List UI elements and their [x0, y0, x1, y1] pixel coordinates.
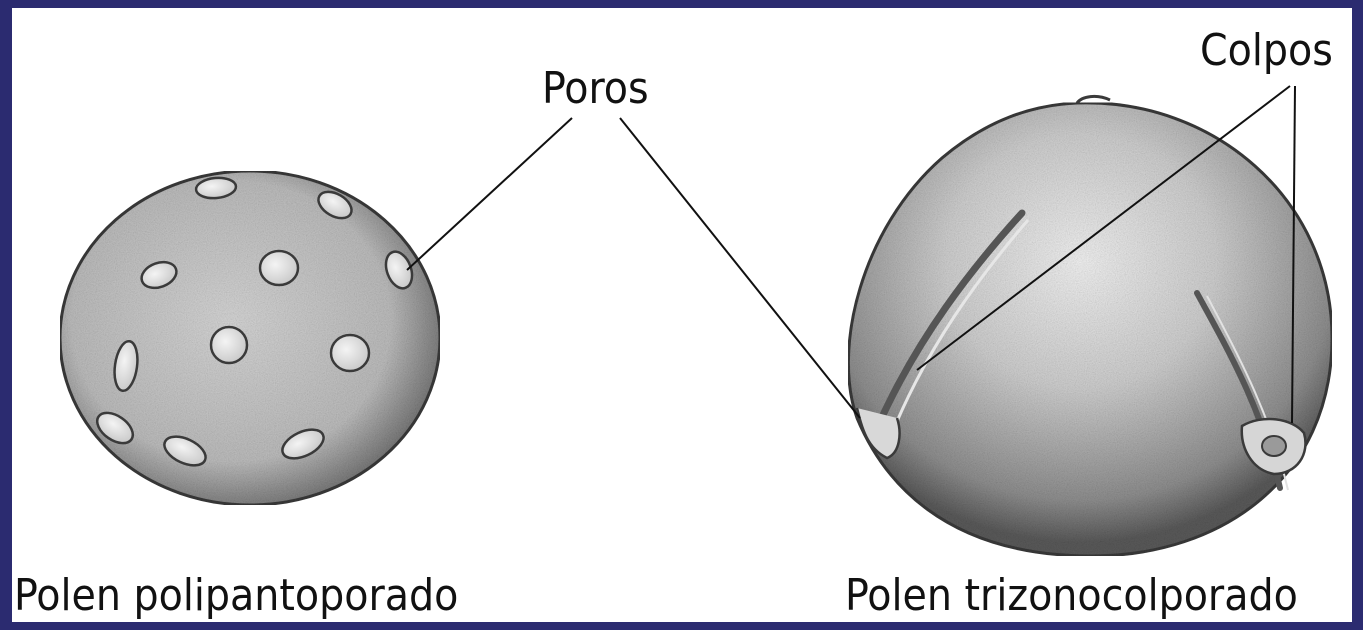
- pore: [260, 251, 298, 285]
- colpi-label: Colpos: [1200, 25, 1333, 76]
- polypantoporate-grain: [60, 171, 440, 505]
- right-caption: Polen trizonocolporado: [845, 570, 1298, 621]
- pollen-diagram: Poros Colpos Polen polipantoporado Polen…: [12, 8, 1352, 622]
- pores-leader-left: [407, 118, 572, 270]
- pore: [211, 327, 247, 363]
- trizonocolporate-grain: [848, 96, 1332, 556]
- pores-label: Poros: [542, 63, 649, 114]
- pore: [331, 335, 369, 371]
- pores-leader-right: [620, 118, 860, 418]
- left-caption: Polen polipantoporado: [14, 570, 458, 621]
- illustration-panel: Poros Colpos Polen polipantoporado Polen…: [12, 8, 1352, 622]
